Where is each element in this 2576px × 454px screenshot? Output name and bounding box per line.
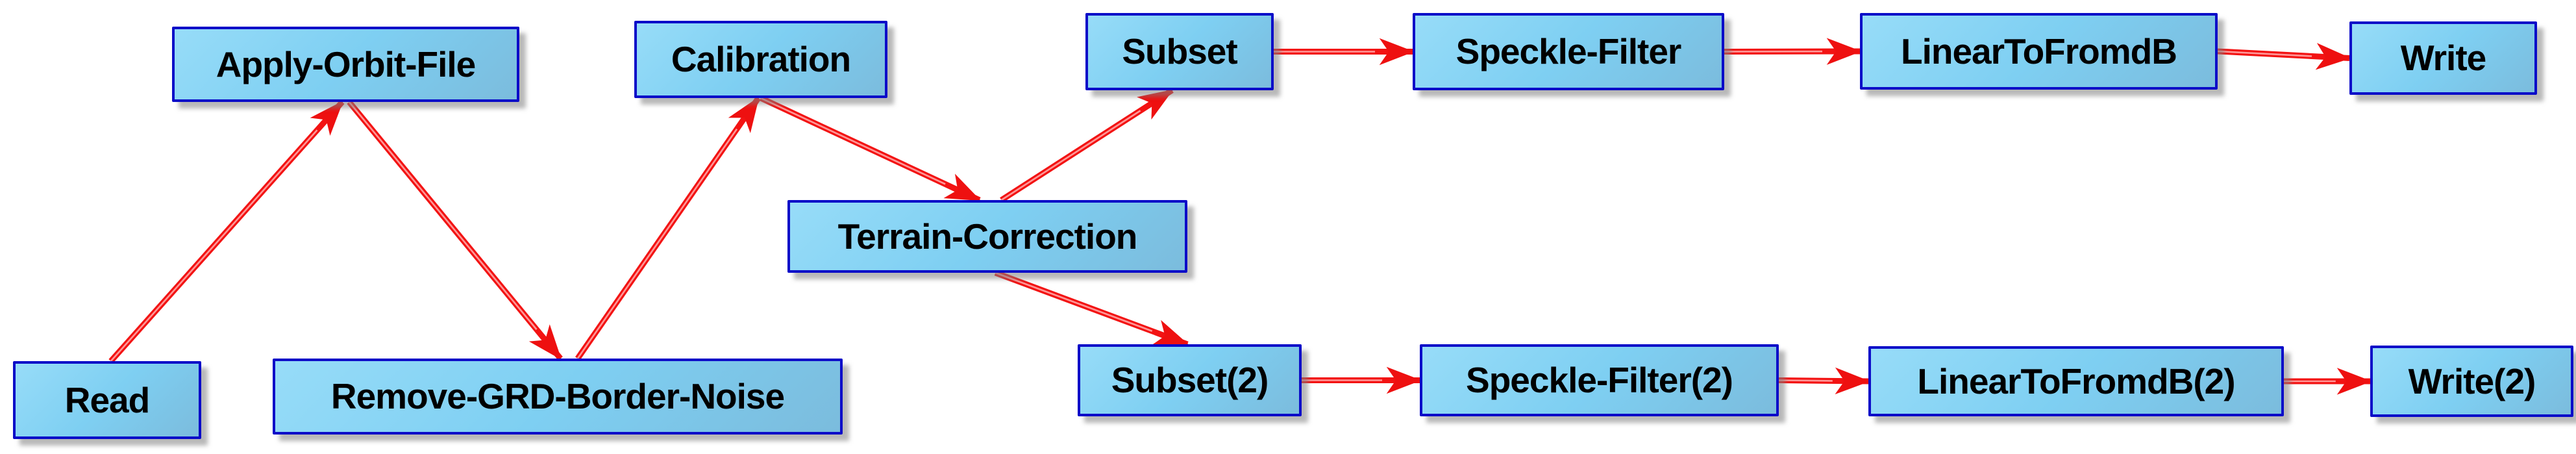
graph-node-calibration[interactable]: Calibration	[634, 21, 887, 98]
graph-node-label: LinearToFromdB(2)	[1917, 360, 2235, 401]
graph-node-lineartofromdb2[interactable]: LinearToFromdB(2)	[1868, 346, 2284, 416]
graph-node-label: Write	[2400, 38, 2487, 78]
graph-node-label: Read	[64, 379, 150, 420]
edge-lineartofromdb-to-write[interactable]	[2217, 43, 2351, 70]
graph-node-subset[interactable]: Subset	[1085, 13, 1274, 90]
graph-node-apply-orbit-file[interactable]: Apply-Orbit-File	[172, 27, 519, 102]
graph-node-read[interactable]: Read	[13, 361, 201, 439]
edge-read-to-apply-orbit-file[interactable]	[108, 100, 345, 363]
graph-node-subset2[interactable]: Subset(2)	[1078, 344, 1302, 416]
graph-node-label: Apply-Orbit-File	[216, 44, 477, 84]
graph-node-label: Calibration	[671, 39, 851, 79]
graph-node-terrain-correction[interactable]: Terrain-Correction	[787, 200, 1187, 273]
edge-speckle-filter-to-lineartofromdb[interactable]	[1724, 38, 1862, 65]
graph-node-label: Remove-GRD-Border-Noise	[330, 376, 785, 416]
graph-node-speckle-filter[interactable]: Speckle-Filter	[1413, 13, 1724, 90]
graph-node-write[interactable]: Write	[2349, 21, 2537, 95]
graph-node-label: Subset(2)	[1111, 360, 1269, 400]
graph-node-label: Subset	[1122, 31, 1237, 71]
edge-remove-grd-border-noise-to-calibration[interactable]	[575, 96, 761, 360]
edge-terrain-correction-to-subset2[interactable]	[994, 270, 1189, 347]
graph-node-label: Terrain-Correction	[837, 216, 1138, 257]
graph-node-speckle-filter2[interactable]: Speckle-Filter(2)	[1420, 344, 1779, 416]
graph-node-label: Write(2)	[2408, 360, 2536, 401]
graph-node-label: LinearToFromdB	[1901, 31, 2177, 71]
edge-apply-orbit-file-to-remove-grd-border-noise[interactable]	[347, 100, 563, 360]
graph-node-label: Speckle-Filter(2)	[1466, 360, 1733, 400]
graph-node-write2[interactable]: Write(2)	[2370, 346, 2573, 417]
edge-speckle-filter2-to-lineartofromdb2[interactable]	[1778, 367, 1870, 395]
edge-calibration-to-terrain-correction[interactable]	[760, 95, 982, 203]
graph-node-lineartofromdb[interactable]: LinearToFromdB	[1860, 13, 2218, 90]
edge-terrain-correction-to-subset[interactable]	[1000, 88, 1174, 203]
graph-node-label: Speckle-Filter	[1455, 31, 1682, 71]
graph-node-remove-grd-border-noise[interactable]: Remove-GRD-Border-Noise	[273, 359, 843, 435]
